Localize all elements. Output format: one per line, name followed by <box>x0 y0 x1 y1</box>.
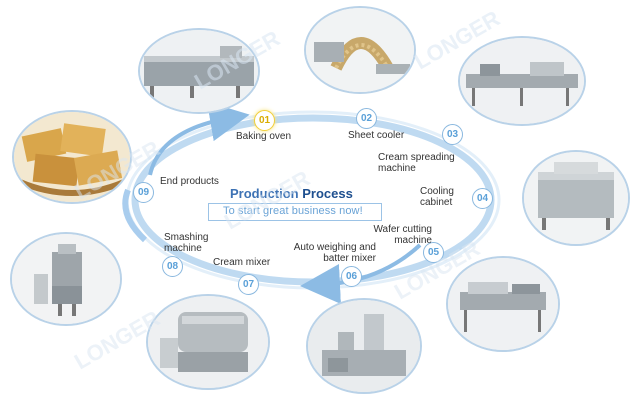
title-word-production: Production <box>230 186 299 201</box>
wafer-end-products-image <box>14 112 130 202</box>
step-badge-07: 07 <box>238 274 259 295</box>
subtitle-frame: To start great business now! <box>208 203 382 221</box>
step-label-04: Cooling cabinet <box>420 186 454 208</box>
step-label-02: Sheet cooler <box>348 130 405 141</box>
cream-spreading-machine-photo <box>458 36 586 126</box>
wafer-cutting-machine-image <box>448 258 558 350</box>
smashing-machine-image <box>12 234 120 324</box>
batter-mixer-image <box>308 300 420 392</box>
smashing-machine-photo <box>10 232 122 326</box>
step-badge-01: 01 <box>254 110 275 131</box>
wafer-end-products-photo <box>12 110 132 204</box>
step-badge-02: 02 <box>356 108 377 129</box>
baking-oven-photo <box>138 28 260 114</box>
step-badge-08: 08 <box>162 256 183 277</box>
baking-oven-image <box>140 30 258 112</box>
step-label-07: Cream mixer <box>213 257 271 268</box>
step-label-09: End products <box>160 176 219 187</box>
step-label-05: Wafer cutting machine <box>373 224 432 246</box>
step-badge-04: 04 <box>472 188 493 209</box>
sheet-cooler-image <box>306 8 414 92</box>
step-badge-09: 09 <box>133 182 154 203</box>
page-title: Production Process <box>230 186 353 201</box>
step-label-03: Cream spreading machine <box>378 152 455 174</box>
cream-mixer-photo <box>146 294 270 390</box>
subtitle: To start great business now! <box>223 205 363 217</box>
step-badge-03: 03 <box>442 124 463 145</box>
cooling-cabinet-photo <box>522 150 630 246</box>
cooling-cabinet-image <box>524 152 628 244</box>
step-label-06: Auto weighing and batter mixer <box>293 242 376 264</box>
cream-mixer-image <box>148 296 268 388</box>
step-badge-05: 05 <box>423 242 444 263</box>
center-title-block: Production Process To start great busine… <box>208 186 383 224</box>
title-word-process: Process <box>302 186 353 201</box>
cream-spreading-machine-image <box>460 38 584 124</box>
batter-mixer-photo <box>306 298 422 394</box>
sheet-cooler-photo <box>304 6 416 94</box>
step-label-01: Baking oven <box>236 131 292 142</box>
wafer-cutting-machine-photo <box>446 256 560 352</box>
step-badge-06: 06 <box>341 266 362 287</box>
step-label-08: Smashing machine <box>164 232 209 254</box>
